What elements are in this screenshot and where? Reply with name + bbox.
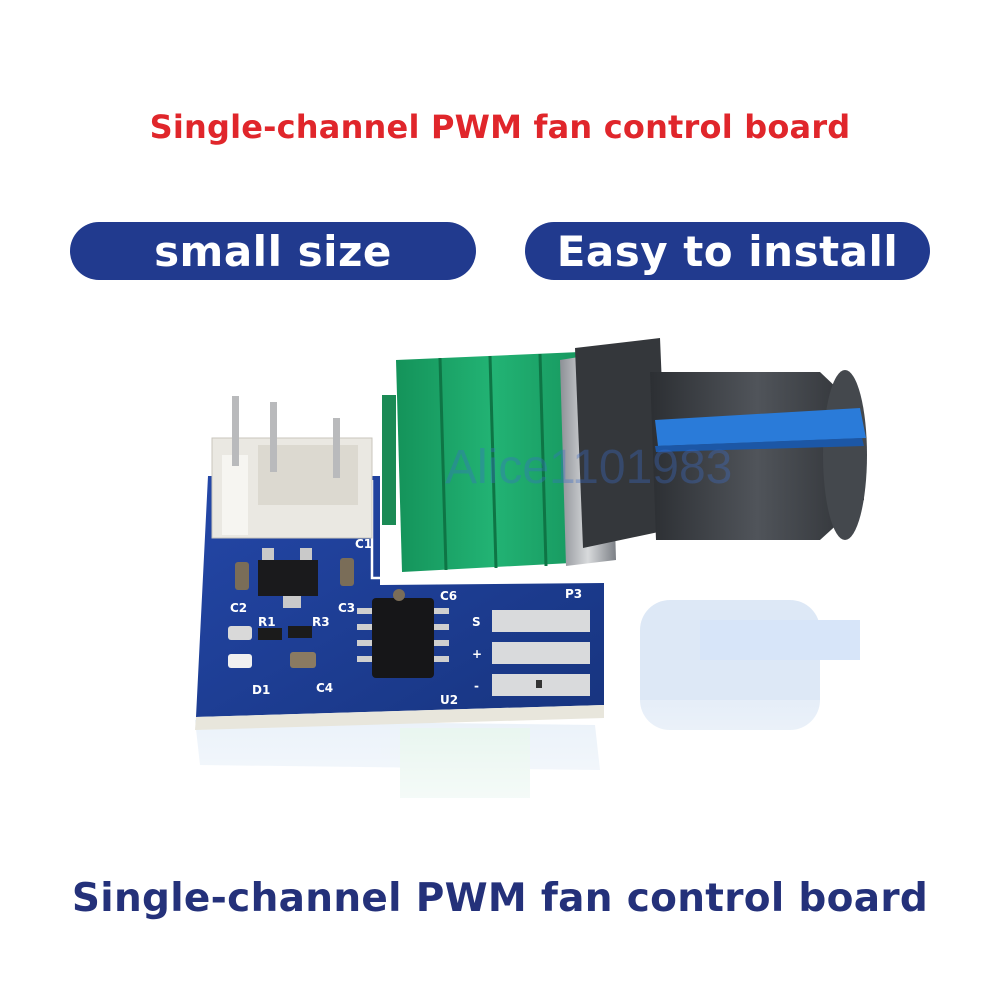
footer-title: Single-channel PWM fan control board bbox=[71, 876, 929, 921]
label-pin-s: S bbox=[472, 615, 481, 629]
label-c2: C2 bbox=[230, 601, 247, 615]
badge-easy-install: Easy to install bbox=[525, 222, 930, 280]
label-p3: P3 bbox=[565, 587, 582, 601]
label-pin-minus: - bbox=[474, 679, 479, 693]
label-d1: D1 bbox=[252, 683, 270, 697]
pcb-components bbox=[228, 548, 590, 696]
product-photo: C1 C2 C3 C4 C6 R1 R3 D1 U2 P3 S + - bbox=[180, 338, 900, 860]
watermark: Alice1101983 bbox=[445, 441, 733, 494]
badge-easy-install-label: Easy to install bbox=[556, 226, 899, 276]
badge-small-size: small size bbox=[70, 222, 476, 280]
fan-connector bbox=[211, 396, 373, 539]
badge-small-size-label: small size bbox=[154, 226, 392, 276]
label-c1: C1 bbox=[355, 537, 372, 551]
knob bbox=[575, 338, 867, 548]
label-pin-plus: + bbox=[472, 647, 482, 661]
header-title: Single-channel PWM fan control board bbox=[149, 108, 851, 146]
label-c6: C6 bbox=[440, 589, 457, 603]
label-u2: U2 bbox=[440, 693, 458, 707]
label-r3: R3 bbox=[312, 615, 330, 629]
label-r1: R1 bbox=[258, 615, 276, 629]
label-c4: C4 bbox=[316, 681, 333, 695]
label-c3: C3 bbox=[338, 601, 355, 615]
